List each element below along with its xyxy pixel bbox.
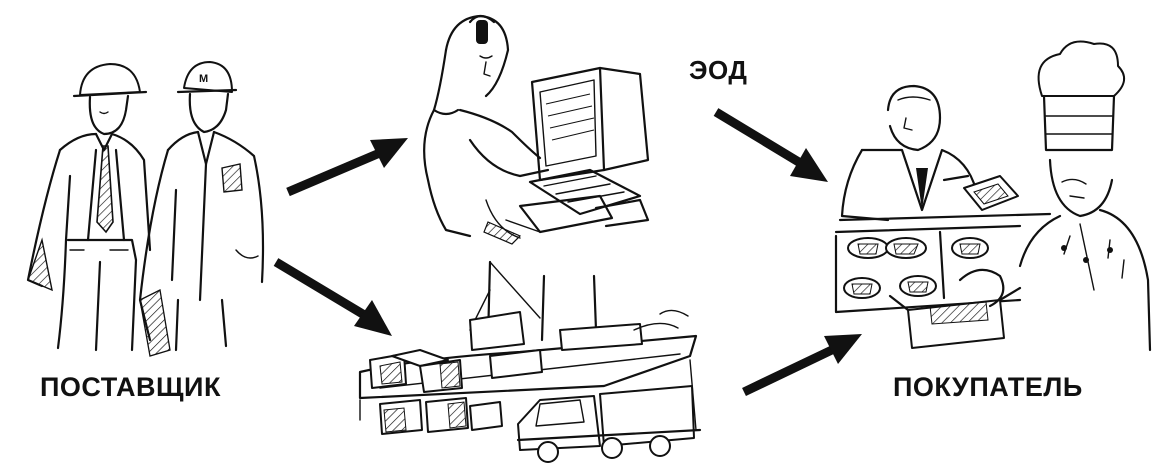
fish-trays xyxy=(844,176,1018,298)
buyer-illustration xyxy=(836,42,1150,350)
svg-text:M: M xyxy=(199,73,208,85)
arrow-supplier-to-shipping xyxy=(276,262,392,336)
waiter xyxy=(842,86,976,220)
shipping-logistics-illustration xyxy=(360,262,700,462)
buyer-label: ПОКУПАТЕЛЬ xyxy=(893,372,1083,403)
arrow-edi-to-buyer xyxy=(716,112,828,182)
worker-right: M xyxy=(140,62,263,356)
edi-label: ЭОД xyxy=(689,55,747,86)
worker-left xyxy=(28,64,150,350)
supplier-workers-illustration: M xyxy=(28,62,263,356)
supplier-label: ПОСТАВЩИК xyxy=(40,372,221,403)
arrow-shipping-to-buyer xyxy=(744,334,862,392)
cargo-boxes xyxy=(370,350,542,434)
delivery-truck xyxy=(518,386,700,462)
operator-terminal-illustration xyxy=(424,16,648,244)
arrow-supplier-to-operator xyxy=(288,138,408,192)
chef xyxy=(1020,42,1150,350)
